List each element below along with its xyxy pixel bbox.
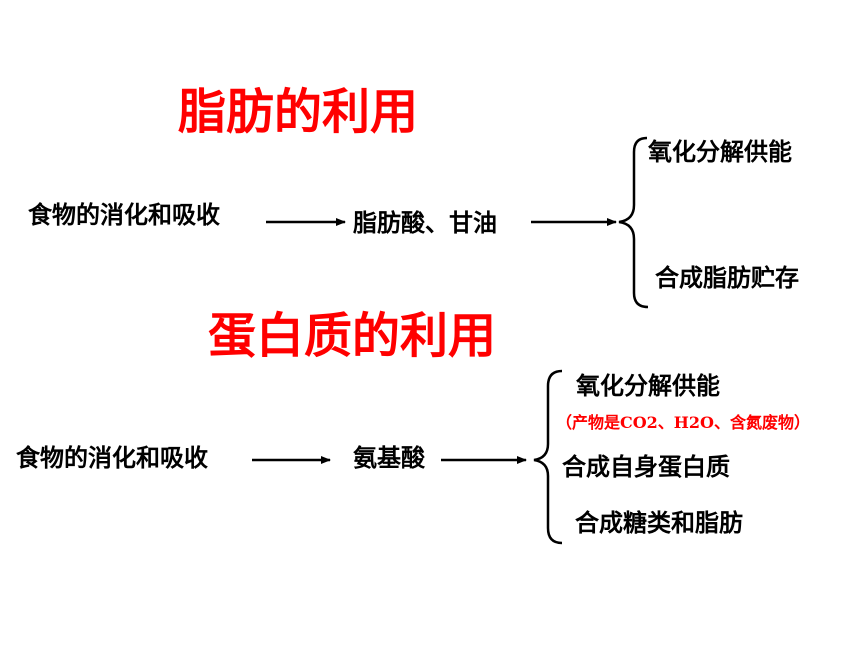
- fat-outcomes-brace: [618, 136, 649, 309]
- protein-oxidation-products-note: （产物是CO2、H2O、含氮废物）: [556, 413, 810, 432]
- fat-outcome-oxidation: 氧化分解供能: [648, 137, 792, 166]
- fat-source-node: 食物的消化和吸收: [28, 200, 220, 229]
- protein-outcome-oxidation: 氧化分解供能: [576, 371, 720, 400]
- fat-section-title: 脂肪的利用: [178, 84, 419, 140]
- fat-product-node: 脂肪酸、甘油: [353, 208, 497, 237]
- protein-product-node: 氨基酸: [353, 443, 425, 472]
- protein-source-node: 食物的消化和吸收: [16, 443, 208, 472]
- protein-outcome-sugar-fat: 合成糖类和脂肪: [575, 508, 743, 537]
- fat-outcome-storage: 合成脂肪贮存: [655, 263, 799, 292]
- protein-outcomes-brace: [533, 369, 563, 545]
- protein-section-title: 蛋白质的利用: [208, 308, 497, 364]
- protein-outcome-self-protein: 合成自身蛋白质: [562, 452, 730, 481]
